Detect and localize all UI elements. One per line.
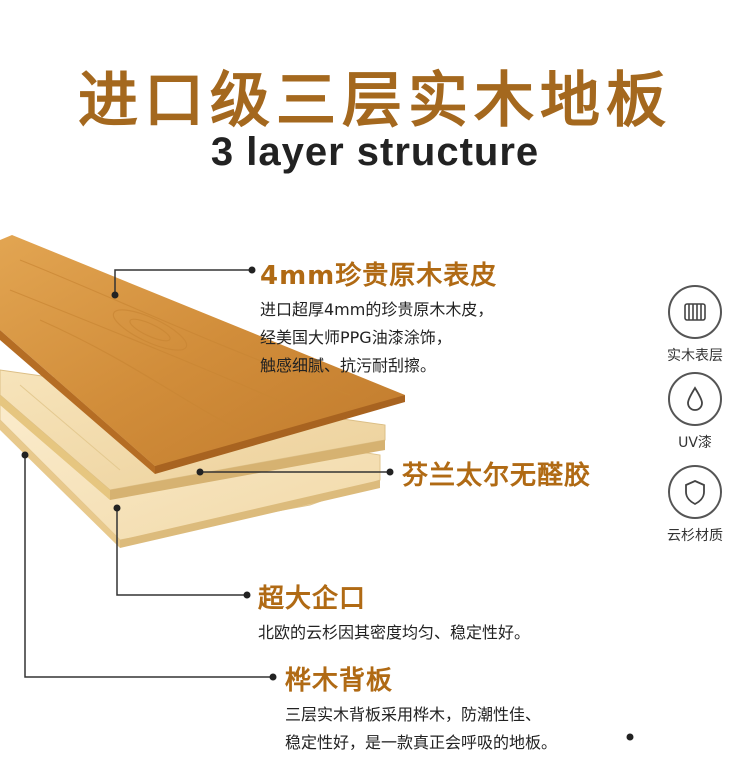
- feature-label: 云杉材质: [667, 528, 723, 544]
- feature-label: UV漆: [678, 435, 712, 451]
- feature-spruce: 云杉材质: [655, 465, 735, 545]
- callout-description: 三层实木背板采用桦木，防潮性佳、 稳定性好，是一款真正会呼吸的地板。: [285, 705, 558, 752]
- feature-uv-paint: UV漆: [655, 372, 735, 452]
- leader-dots: [21, 266, 634, 741]
- feature-label: 实木表层: [667, 348, 723, 364]
- callout-description: 北欧的云杉因其密度均匀、稳定性好。: [258, 623, 531, 642]
- leader-lines: [24, 269, 390, 678]
- water-drop-icon: [668, 372, 722, 426]
- callout-glue: 芬兰太尔无醛胶: [402, 455, 591, 492]
- callout-backboard: 桦木背板 三层实木背板采用桦木，防潮性佳、 稳定性好，是一款真正会呼吸的地板。: [285, 660, 557, 757]
- callout-heading: 4mm珍贵原木表皮: [260, 261, 498, 291]
- callout-heading: 超大企口: [258, 584, 367, 614]
- page-title: 进口级三层实木地板: [78, 66, 672, 136]
- page-subtitle: 3 layer structure: [210, 130, 540, 174]
- top-veneer-layer: [0, 235, 405, 474]
- feature-solid-wood: 实木表层: [655, 285, 735, 365]
- callout-heading: 芬兰太尔无醛胶: [402, 461, 592, 491]
- callout-veneer: 4mm珍贵原木表皮 进口超厚4mm的珍贵原木木皮， 经美国大师PPG油漆涂饰， …: [260, 255, 497, 380]
- callout-tongue-groove: 超大企口 北欧的云杉因其密度均匀、稳定性好。: [258, 578, 530, 647]
- shield-icon: [668, 465, 722, 519]
- wood-layers-icon: [668, 285, 722, 339]
- callout-description: 进口超厚4mm的珍贵原木木皮， 经美国大师PPG油漆涂饰， 触感细腻、抗污耐刮擦…: [260, 300, 494, 375]
- callout-heading: 桦木背板: [285, 666, 394, 696]
